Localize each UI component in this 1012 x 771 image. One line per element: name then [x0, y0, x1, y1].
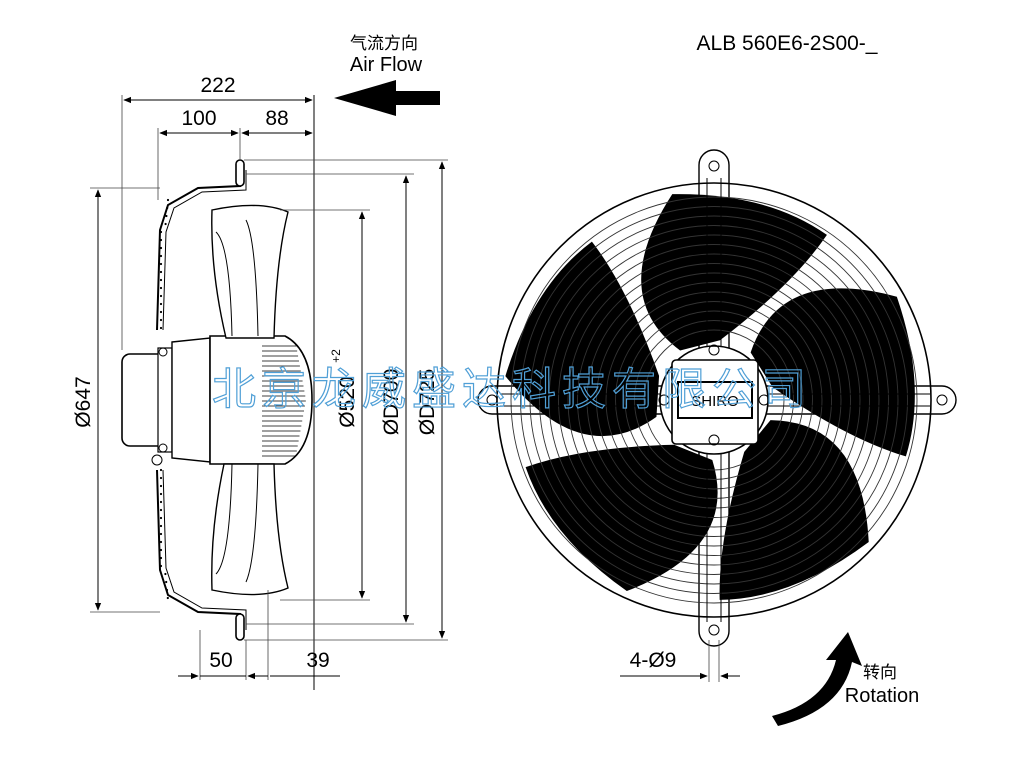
rotation-label-cn: 转向: [863, 663, 897, 682]
airflow-label-cn: 气流方向: [350, 34, 418, 53]
fan-blade: [505, 241, 660, 437]
dim-base-depth: 50: [209, 649, 232, 672]
lower-blade: [211, 463, 289, 596]
dim-depth-a: 100: [181, 107, 216, 130]
side-view: 222 100 88 50 39 Ø647 Ø520 +2 ØD700 ØD72…: [72, 74, 448, 690]
dim-dia-outer: Ø647: [72, 376, 95, 427]
dim-dia-blade: Ø520: [336, 376, 359, 427]
dim-depth-b: 88: [265, 107, 288, 130]
fan-blade: [641, 194, 827, 351]
dim-holes: 4-Ø9: [630, 649, 677, 672]
dim-overall-depth: 222: [200, 74, 235, 97]
rotation-indicator: 转向 Rotation: [772, 632, 919, 726]
upper-blade: [211, 204, 289, 339]
airflow-indicator: 气流方向 Air Flow: [334, 34, 440, 116]
model-title: ALB 560E6-2S00-_: [697, 32, 878, 55]
dim-dia-ring: ØD700: [380, 369, 403, 436]
watermark-text: 北京龙威盛达科技有限公司: [212, 365, 812, 414]
motor-flange: [171, 337, 211, 463]
rotor-hub: [209, 335, 313, 465]
airflow-arrow-icon: [334, 80, 440, 116]
outer-ring: [496, 182, 932, 618]
guard-rings: [510, 196, 918, 604]
dim-offset: 39: [306, 649, 329, 672]
brand-label: SHIRO: [691, 393, 739, 410]
dim-dia-flange: ØD725: [416, 369, 439, 436]
rotation-label-en: Rotation: [845, 685, 920, 707]
rotation-arrow-icon: [772, 632, 862, 726]
fan-blades: [505, 194, 915, 600]
airflow-label-en: Air Flow: [350, 54, 423, 76]
dim-dia-blade-tol: +2: [329, 349, 343, 363]
front-view: SHIRO 4-Ø9: [477, 149, 957, 682]
fan-blade: [525, 444, 718, 592]
